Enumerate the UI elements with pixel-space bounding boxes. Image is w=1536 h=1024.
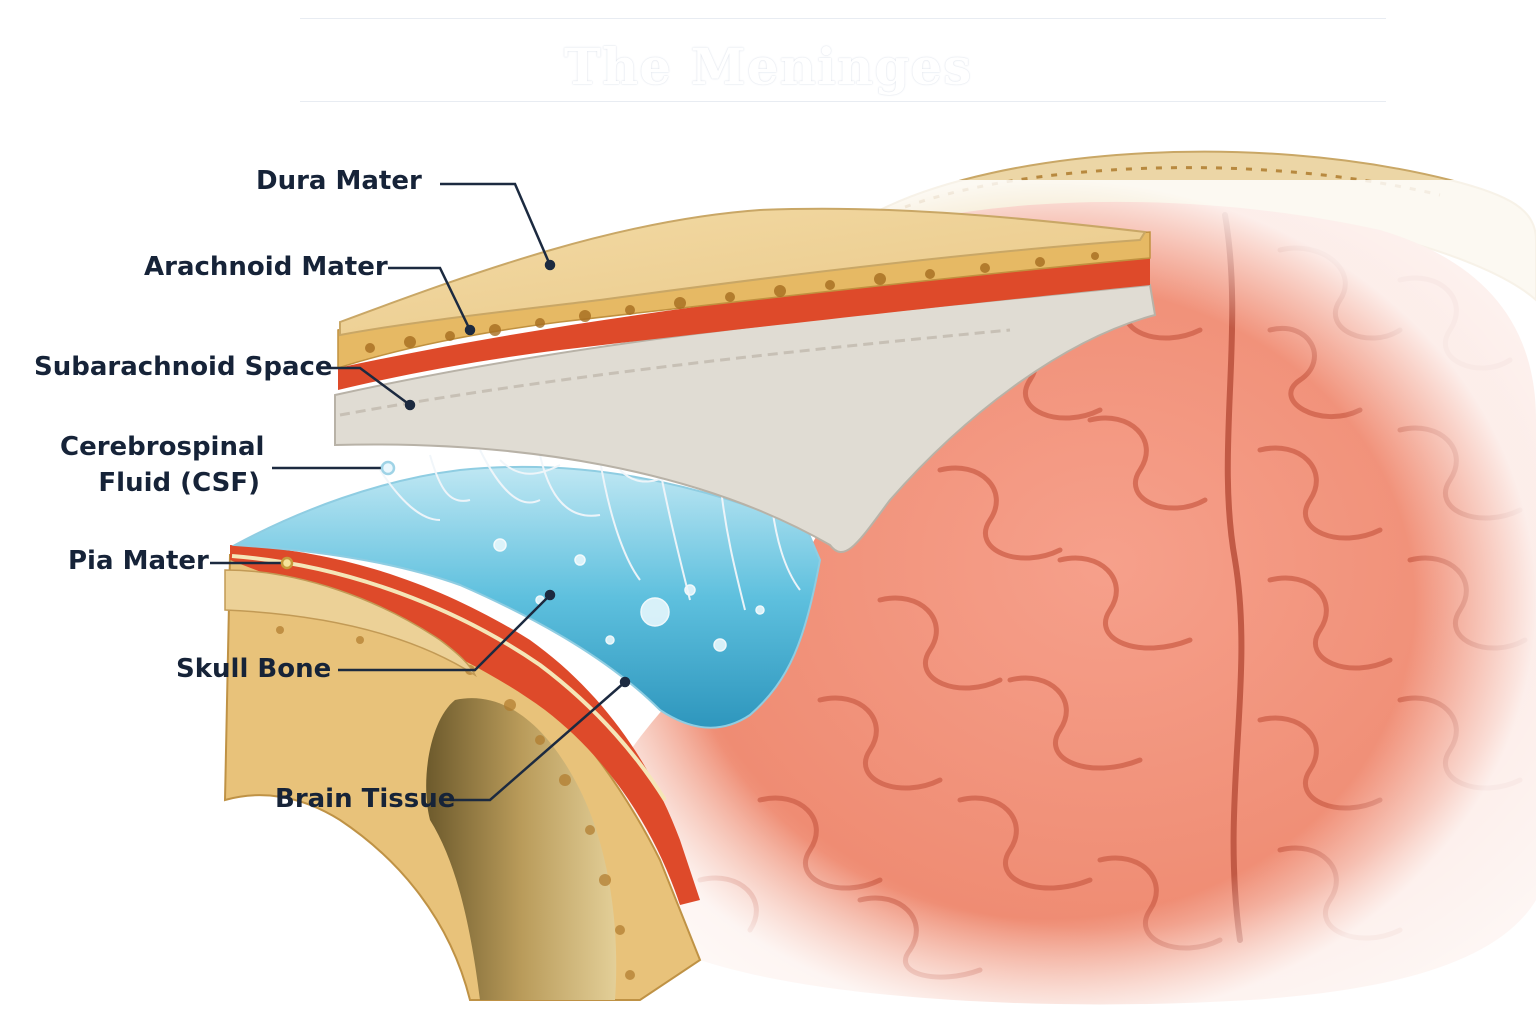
leader-arachnoid-dot xyxy=(464,324,476,336)
leader-skull xyxy=(338,594,551,672)
leader-arachnoid xyxy=(388,266,472,331)
leader-skull-dot xyxy=(544,589,556,601)
leader-dura xyxy=(440,182,552,266)
leader-brain xyxy=(450,681,626,802)
leader-pia-dot xyxy=(280,556,294,570)
page-title: The Meninges xyxy=(563,37,973,96)
dura-top-slab xyxy=(339,207,1147,337)
label-skull-bone: Skull Bone xyxy=(176,654,332,684)
inner-skull-edge xyxy=(224,569,477,678)
title-bar: The Meninges xyxy=(300,18,1386,102)
leader-csf-dot xyxy=(380,460,396,476)
leader-brain-dot xyxy=(619,676,631,688)
leader-dura-dot xyxy=(544,259,556,271)
label-pia-mater: Pia Mater xyxy=(68,546,209,576)
label-arachnoid-mater: Arachnoid Mater xyxy=(144,252,388,282)
leader-subarachnoid xyxy=(320,366,411,407)
dura-red-layer xyxy=(338,255,1150,390)
leader-subarachnoid-dot xyxy=(404,399,416,411)
leader-lines xyxy=(210,182,631,802)
label-brain-tissue: Brain Tissue xyxy=(275,784,456,814)
label-dura-mater: Dura Mater xyxy=(256,166,422,196)
arachnoid-web xyxy=(379,449,801,611)
label-subarachnoid-space: Subarachnoid Space xyxy=(34,352,333,382)
label-csf-line1: Cerebrospinal xyxy=(60,432,265,462)
label-csf-line2: Fluid (CSF) xyxy=(98,468,260,498)
